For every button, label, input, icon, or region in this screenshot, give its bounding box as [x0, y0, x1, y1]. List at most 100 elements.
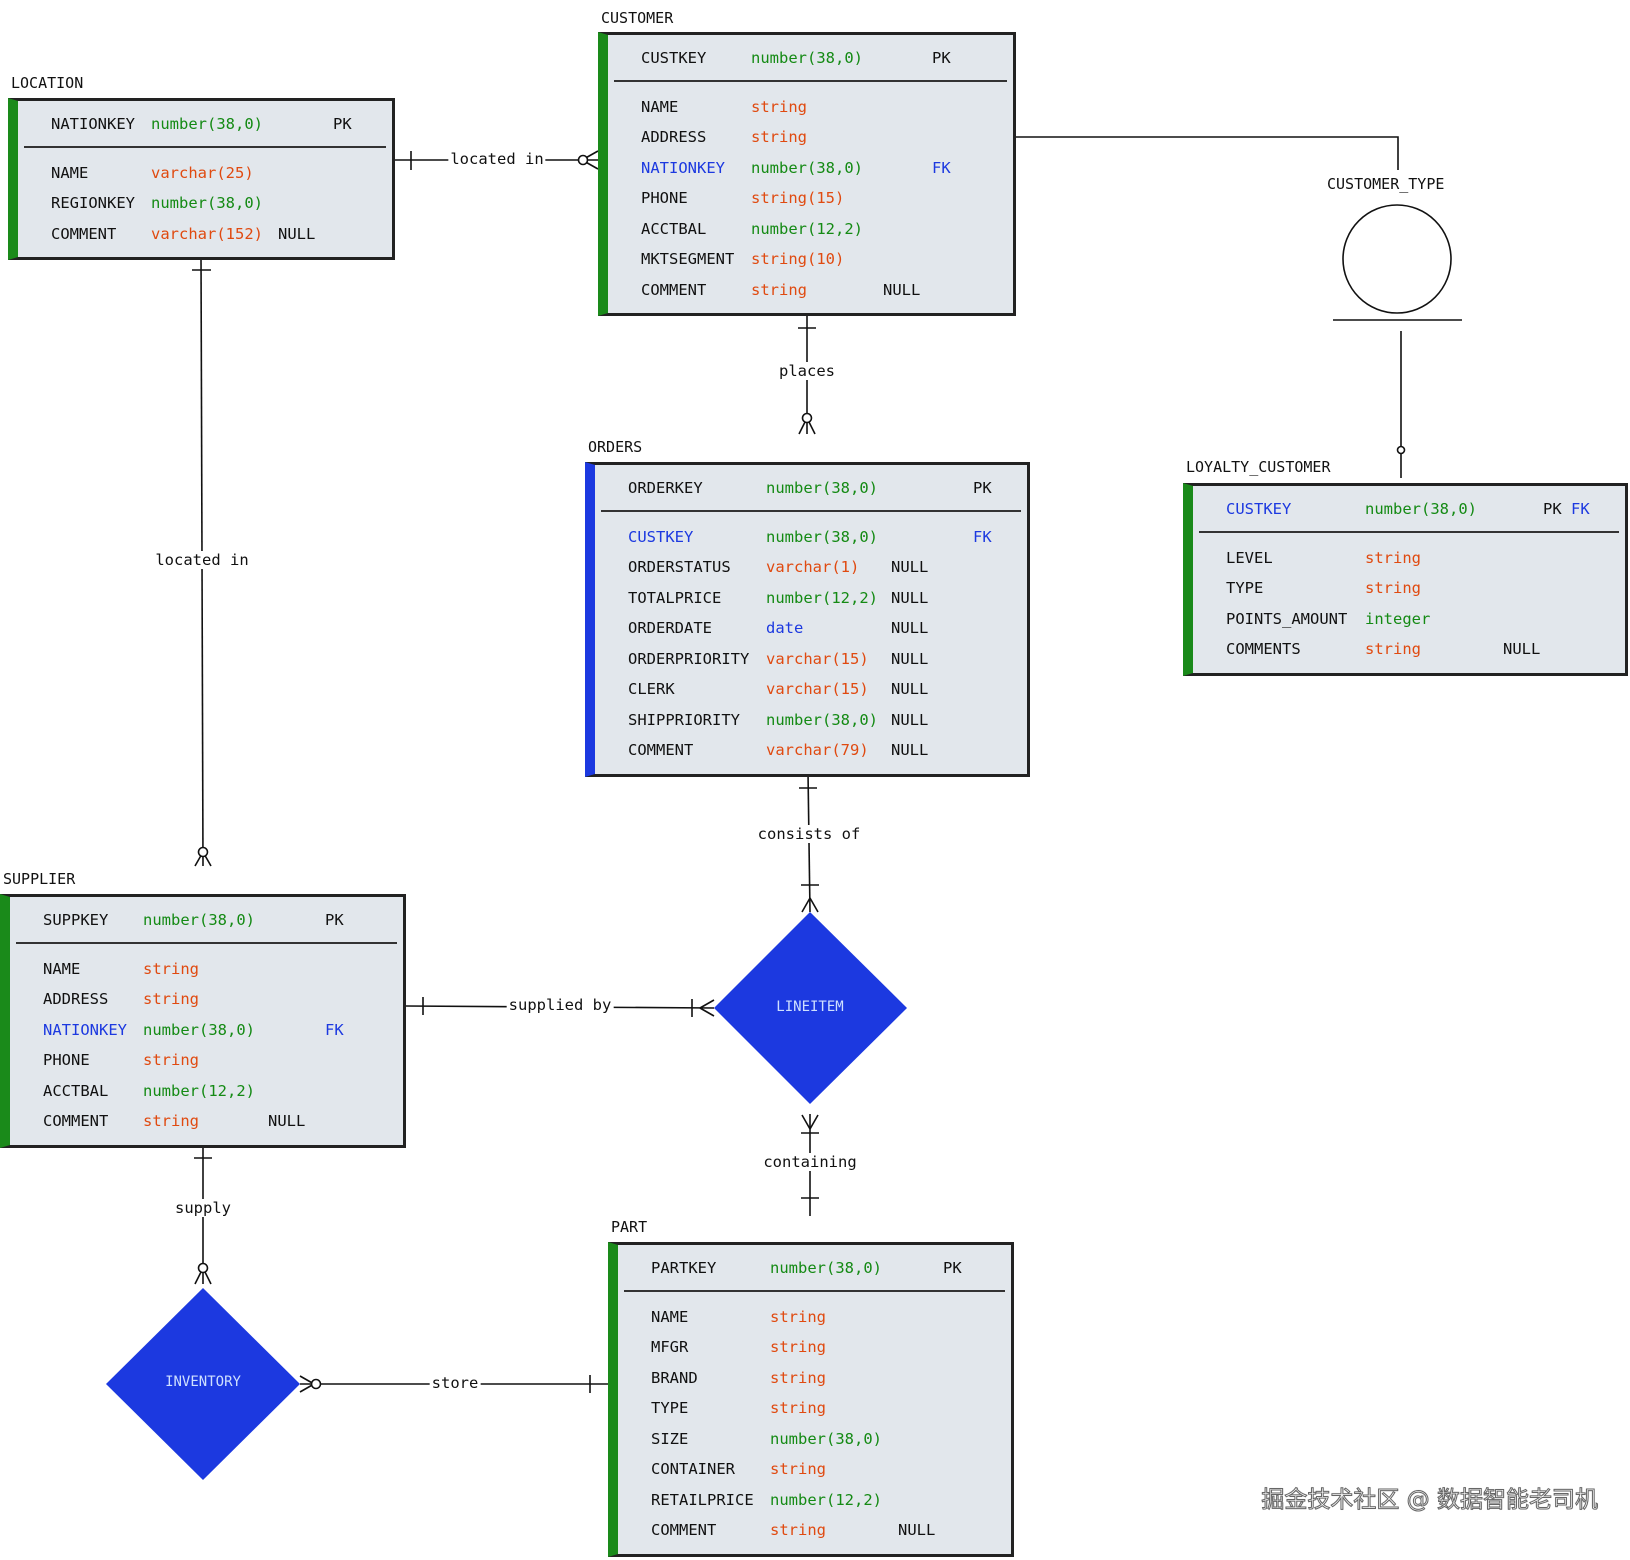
inventory-diamond[interactable] — [106, 1288, 300, 1480]
null-marker: NULL — [268, 1112, 306, 1130]
attr-name: ACCTBAL — [43, 1081, 109, 1100]
attr-type: string — [751, 97, 807, 116]
attr-type: number(38,0) — [151, 194, 263, 212]
attr-type: string — [770, 1521, 826, 1539]
attr-type: string — [751, 280, 807, 299]
attr-type: string — [1365, 640, 1421, 658]
attr-name: NATIONKEY — [641, 158, 725, 177]
attr-type: number(12,2) — [770, 1490, 882, 1509]
attr-name: COMMENTS — [1226, 640, 1301, 658]
pk-separator — [601, 509, 1021, 512]
attr-name: POINTS_AMOUNT — [1226, 609, 1348, 628]
attribute-row[interactable]: REGIONKEY number(38,0) — [18, 188, 392, 218]
null-marker: NULL — [891, 619, 929, 637]
attr-type: string — [770, 1460, 826, 1478]
attr-name: ADDRESS — [43, 990, 109, 1008]
attr-type: varchar(15) — [766, 649, 869, 668]
null-marker: NULL — [891, 680, 929, 698]
attribute-row[interactable]: SIZE number(38,0) — [618, 1424, 1011, 1454]
attr-name: NAME — [51, 163, 89, 182]
rel-label-lineitem-part: containing — [761, 1153, 859, 1171]
key-marker: PK — [325, 905, 344, 935]
attr-name: SUPPKEY — [43, 911, 109, 929]
pk-separator — [614, 79, 1007, 82]
fk-marker: FK — [932, 158, 951, 177]
attr-name: NAME — [651, 1307, 689, 1326]
rel-label-customer-orders: places — [777, 362, 837, 380]
attr-type: string(15) — [751, 189, 845, 207]
null-marker: NULL — [891, 710, 929, 729]
attr-name: COMMENT — [43, 1112, 109, 1130]
lineitem-label: LINEITEM — [776, 999, 844, 1015]
attr-type: number(38,0) — [766, 710, 878, 729]
attr-name: NATIONKEY — [51, 115, 135, 133]
null-marker: NULL — [883, 280, 921, 299]
connector-customer-subtype — [1016, 136, 1399, 170]
attr-type: string — [751, 128, 807, 146]
attr-type: number(38,0) — [770, 1429, 882, 1448]
null-marker: NULL — [898, 1521, 936, 1539]
pk-marker: PK — [1543, 500, 1562, 518]
attr-type: date — [766, 619, 804, 637]
pk-separator — [16, 941, 397, 944]
attr-type: string — [770, 1399, 826, 1417]
attr-type: number(38,0) — [151, 115, 263, 133]
lineitem-diamond[interactable] — [714, 912, 907, 1104]
null-marker: NULL — [891, 741, 929, 759]
attr-name: REGIONKEY — [51, 194, 135, 212]
attr-type: number(38,0) — [766, 527, 878, 546]
fk-marker: FK — [1571, 500, 1590, 518]
attr-type: number(38,0) — [143, 1020, 255, 1039]
attr-name: SIZE — [651, 1429, 689, 1448]
attr-type: string — [143, 1051, 199, 1069]
